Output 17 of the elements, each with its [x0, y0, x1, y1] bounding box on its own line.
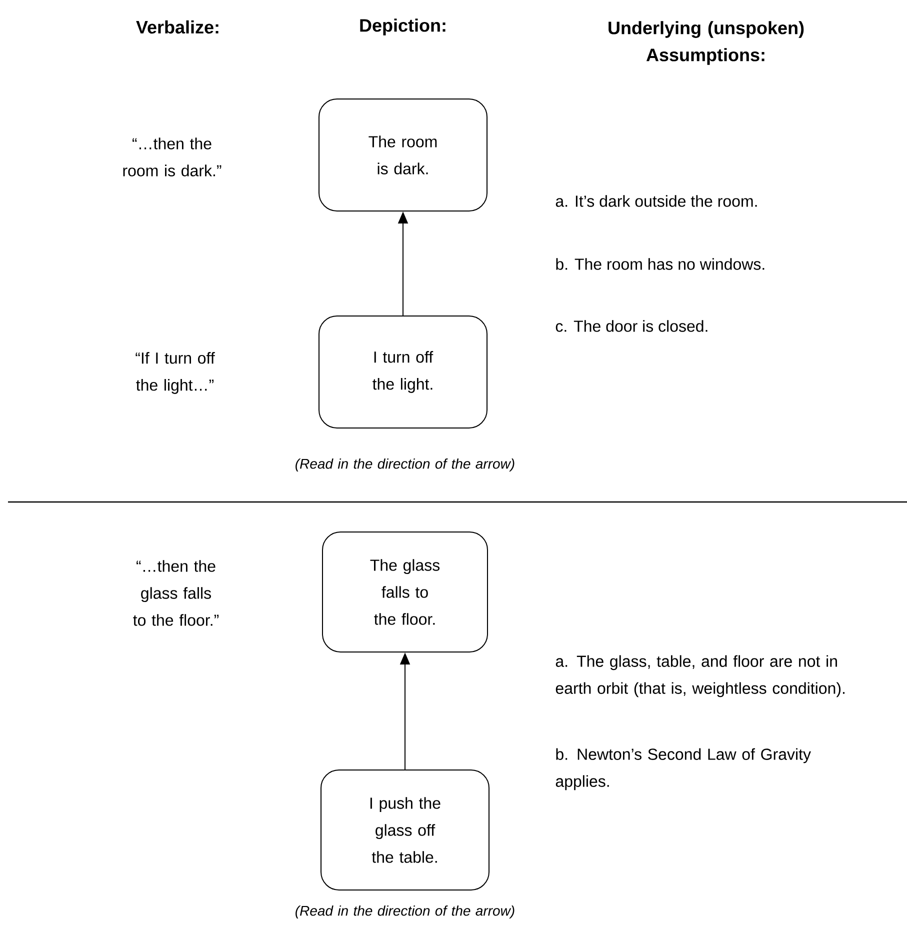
process-box: The glass falls to the floor. — [322, 532, 488, 652]
assumption-text: b. Newton’s Second Law of Gravity applies. — [556, 748, 811, 790]
assumption-text: a. The glass, table, and floor are not in earth orbit (that is, weightless condition). — [556, 655, 844, 698]
reading-note: (Read in the direction of the arrow) — [296, 458, 514, 472]
quote-text: “…then the room is dark.” — [123, 138, 222, 176]
assumption-text: a. It’s dark outside the room. — [556, 195, 757, 207]
column-heading: Depiction: — [360, 18, 446, 36]
quote-text: “If I turn off the light…” — [136, 352, 215, 394]
column-heading: Verbalize: — [136, 20, 218, 34]
reading-note: (Read in the direction of the arrow) — [296, 905, 514, 919]
assumption-text: b. The room has no windows. — [556, 258, 764, 270]
assumption-text: c. The door is closed. — [556, 320, 708, 332]
quote-text: “…then the glass falls to the floor.” — [133, 560, 219, 626]
column-heading: Underlying (unspoken) Assumptions: — [608, 21, 804, 65]
process-box: I push the glass off the table. — [320, 770, 490, 890]
process-box: I turn off the light. — [318, 316, 488, 428]
process-box: The room is dark. — [318, 98, 488, 212]
